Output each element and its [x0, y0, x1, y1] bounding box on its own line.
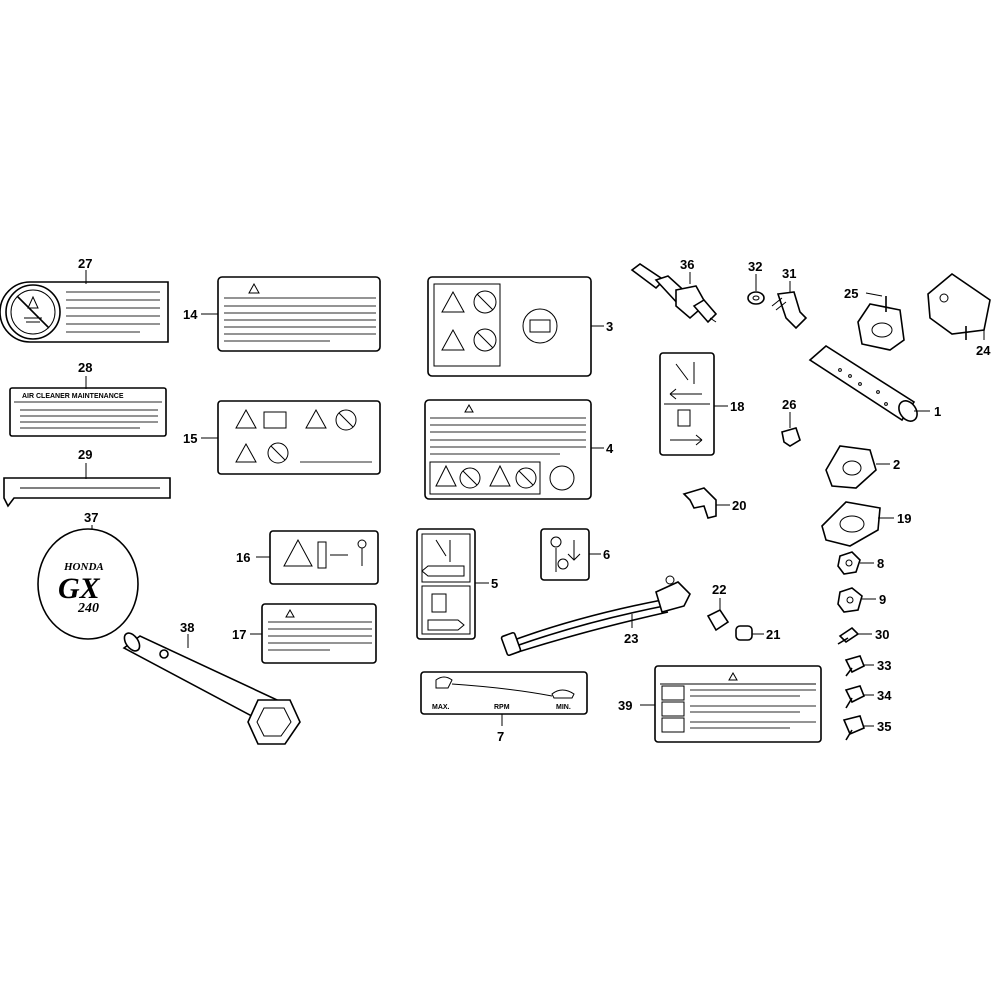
- callout-22: 22: [712, 582, 726, 597]
- part-26-clip[interactable]: [781, 427, 801, 447]
- part-39-label[interactable]: [654, 665, 822, 743]
- callout-26: 26: [782, 397, 796, 412]
- callout-36: 36: [680, 257, 694, 272]
- callout-19: 19: [897, 511, 911, 526]
- callout-8: 8: [877, 556, 884, 571]
- callout-23: 23: [624, 631, 638, 646]
- callout-18: 18: [730, 399, 744, 414]
- part-6-label[interactable]: [540, 528, 590, 581]
- callout-1: 1: [934, 404, 941, 419]
- part-30-screw[interactable]: [837, 626, 860, 645]
- callout-39: 39: [618, 698, 632, 713]
- part-7-label[interactable]: MAX. RPM MIN.: [420, 671, 588, 715]
- part-37-emblem[interactable]: HONDA GX 240: [37, 528, 139, 640]
- callout-17: 17: [232, 627, 246, 642]
- part-21-grommet[interactable]: [735, 625, 753, 641]
- part-34-bolt[interactable]: [844, 685, 866, 709]
- part-17-label[interactable]: [261, 603, 377, 664]
- callout-37: 37: [84, 510, 98, 525]
- callout-4: 4: [606, 441, 614, 456]
- part-8-nut[interactable]: [837, 551, 861, 575]
- part-9-nut[interactable]: [837, 587, 863, 613]
- callout-14: 14: [183, 307, 198, 322]
- part-3-label[interactable]: [427, 276, 592, 377]
- part-22-clip[interactable]: [706, 608, 730, 632]
- part-32-washer[interactable]: [747, 291, 765, 305]
- part-19-insulator[interactable]: [821, 501, 881, 547]
- callout-27: 27: [78, 256, 92, 271]
- part-14-label[interactable]: [217, 276, 381, 352]
- callout-21: 21: [766, 627, 780, 642]
- callout-24: 24: [976, 343, 991, 358]
- part-15-label[interactable]: [217, 400, 381, 475]
- callout-35: 35: [877, 719, 891, 734]
- part-18-label[interactable]: [659, 352, 715, 456]
- part-16-label[interactable]: [269, 530, 379, 585]
- callout-28: 28: [78, 360, 92, 375]
- air-cleaner-text: AIR CLEANER MAINTENANCE: [22, 393, 124, 400]
- part-28-label[interactable]: AIR CLEANER MAINTENANCE: [9, 387, 167, 437]
- callout-29: 29: [78, 447, 92, 462]
- rpm-text: RPM: [494, 704, 510, 711]
- callout-25: 25: [844, 286, 858, 301]
- part-38-wrench[interactable]: [121, 630, 301, 745]
- callout-7: 7: [497, 729, 504, 744]
- rpm-max-text: MAX.: [432, 704, 450, 711]
- part-35-bolt[interactable]: [842, 715, 865, 741]
- callout-32: 32: [748, 259, 762, 274]
- rpm-min-text: MIN.: [556, 704, 571, 711]
- part-31-bolt[interactable]: [771, 291, 808, 330]
- emblem-number: 240: [77, 601, 99, 616]
- part-29-strip[interactable]: [3, 477, 171, 508]
- callout-16: 16: [236, 550, 250, 565]
- part-20-bracket[interactable]: [682, 487, 717, 519]
- part-24-mount[interactable]: [927, 272, 991, 340]
- part-25-mount[interactable]: [857, 296, 905, 351]
- callout-3: 3: [606, 319, 613, 334]
- part-36-spark-plug[interactable]: [630, 263, 718, 324]
- callout-5: 5: [491, 576, 498, 591]
- callout-15: 15: [183, 431, 197, 446]
- callout-38: 38: [180, 620, 194, 635]
- part-23-harness[interactable]: [500, 575, 691, 657]
- callout-34: 34: [877, 688, 892, 703]
- part-27-label[interactable]: [0, 281, 169, 343]
- part-2-gasket[interactable]: [825, 445, 877, 489]
- callout-33: 33: [877, 658, 891, 673]
- callout-30: 30: [875, 627, 889, 642]
- part-5-label[interactable]: [416, 528, 476, 640]
- emblem-model: GX: [58, 572, 101, 605]
- callout-9: 9: [879, 592, 886, 607]
- emblem-brand: HONDA: [63, 561, 104, 573]
- callout-31: 31: [782, 266, 796, 281]
- callout-6: 6: [603, 547, 610, 562]
- part-33-bolt[interactable]: [844, 655, 866, 677]
- callout-20: 20: [732, 498, 746, 513]
- part-1-tube[interactable]: [808, 345, 921, 425]
- part-4-label[interactable]: [424, 399, 592, 500]
- callout-2: 2: [893, 457, 900, 472]
